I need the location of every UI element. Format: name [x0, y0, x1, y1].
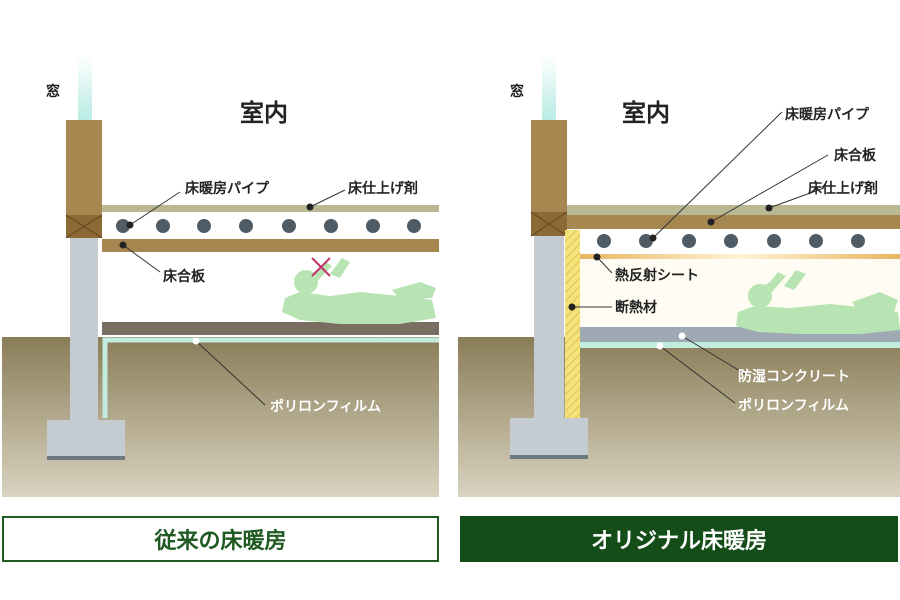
right-room-label: 室内 — [622, 99, 670, 127]
left-finish-label: 床仕上げ剤 — [348, 180, 418, 197]
right-floor-plywood — [567, 215, 900, 229]
right-concrete-label: 防湿コンクリート — [738, 368, 850, 385]
left-panel: 窓 室内 床暖房パイプ 床仕上げ剤 床合板 ポリロンフィルム — [2, 55, 439, 497]
right-reflective-label: 熱反射シート — [615, 267, 699, 284]
left-plywood-label: 床合板 — [163, 268, 206, 285]
left-concrete-column — [70, 238, 98, 420]
left-cross-mark-icon — [311, 257, 331, 277]
right-heating-pipes — [597, 234, 865, 248]
right-footing — [510, 418, 588, 458]
left-heating-pipes — [116, 219, 421, 233]
left-polyron-film — [102, 337, 439, 418]
right-reflective-sheet — [580, 254, 900, 259]
right-window-glass — [542, 55, 556, 120]
right-window-label: 窓 — [510, 83, 524, 100]
left-floor-finish — [102, 205, 439, 212]
right-caption: オリジナル床暖房 — [460, 516, 898, 562]
right-polyron-film — [580, 342, 900, 348]
right-wall-wood — [531, 120, 567, 212]
left-pipe-label: 床暖房パイプ — [185, 180, 270, 197]
right-finish-label: 床仕上げ剤 — [808, 180, 878, 197]
left-floor-plywood — [102, 239, 439, 252]
right-insulation-label: 断熱材 — [615, 299, 657, 316]
left-film-label: ポリロンフィルム — [270, 398, 381, 415]
right-person-icon — [736, 270, 900, 334]
left-window-glass — [78, 55, 92, 120]
right-leader-dots — [568, 204, 773, 311]
right-floor-finish — [567, 205, 900, 215]
right-concrete-column — [534, 236, 564, 418]
left-soil-layer — [102, 322, 439, 335]
right-plywood-label: 床合板 — [834, 147, 877, 164]
right-film-label: ポリロンフィルム — [738, 397, 849, 414]
left-footing — [47, 420, 125, 458]
right-ground — [458, 337, 900, 497]
left-ground — [2, 337, 439, 497]
left-leader-dots — [119, 203, 314, 249]
left-person-icon — [282, 258, 436, 324]
left-leader-lines — [122, 189, 346, 406]
left-window-label: 窓 — [46, 83, 60, 100]
left-caption: 従来の床暖房 — [2, 516, 439, 562]
right-pipe-label: 床暖房パイプ — [785, 106, 870, 123]
left-room-label: 室内 — [240, 99, 288, 127]
left-wall-wood — [66, 120, 102, 215]
right-leader-lines — [572, 111, 829, 404]
right-insulation-wall — [565, 230, 580, 418]
right-panel: 窓 室内 床暖房パイプ 床合板 床仕上げ剤 熱反射シート 断熱材 防湿コンクリー… — [458, 55, 900, 497]
